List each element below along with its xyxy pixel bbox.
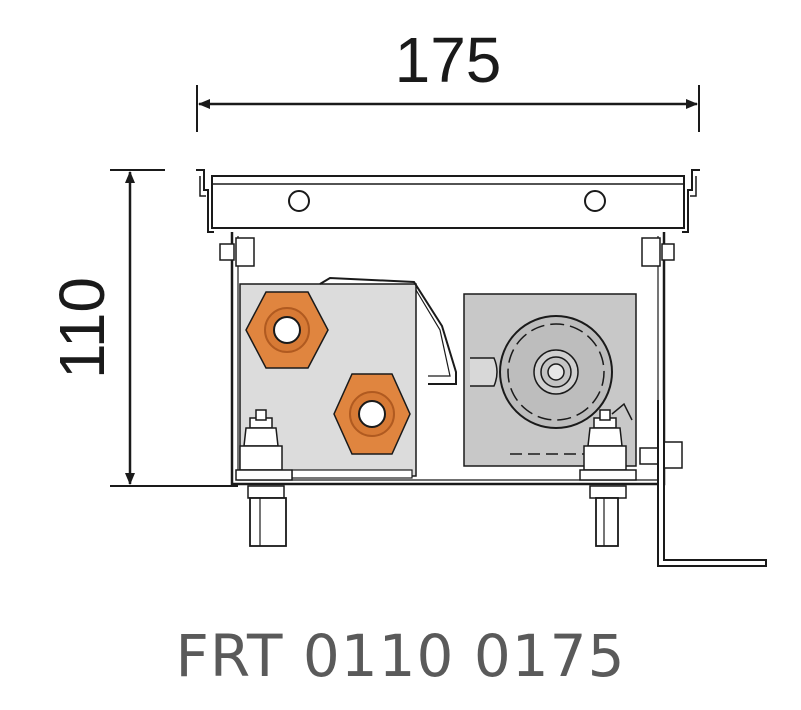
leveling-foot-left-icon bbox=[235, 409, 293, 547]
trough-housing bbox=[219, 232, 675, 486]
frame-hole-left bbox=[288, 190, 310, 212]
frame-hook-left bbox=[196, 169, 214, 233]
top-grille-frame bbox=[196, 169, 700, 233]
side-clip-left bbox=[219, 243, 235, 261]
frame-hole-right bbox=[584, 190, 606, 212]
frame-hook-right bbox=[682, 169, 700, 233]
copper-fitting-lower-icon bbox=[333, 373, 411, 455]
copper-fitting-upper-icon bbox=[245, 291, 329, 369]
leveling-foot-right-icon bbox=[579, 402, 637, 547]
width-dimension: 175 bbox=[196, 24, 700, 132]
height-dimension-label: 110 bbox=[46, 277, 118, 379]
width-dimension-label: 175 bbox=[395, 24, 502, 96]
height-dimension: 110 bbox=[46, 169, 238, 487]
model-code-caption: FRT 0110 0175 bbox=[175, 622, 626, 690]
mounting-bracket bbox=[639, 400, 767, 567]
fan-icon bbox=[499, 315, 620, 455]
side-clip-right bbox=[641, 237, 661, 267]
